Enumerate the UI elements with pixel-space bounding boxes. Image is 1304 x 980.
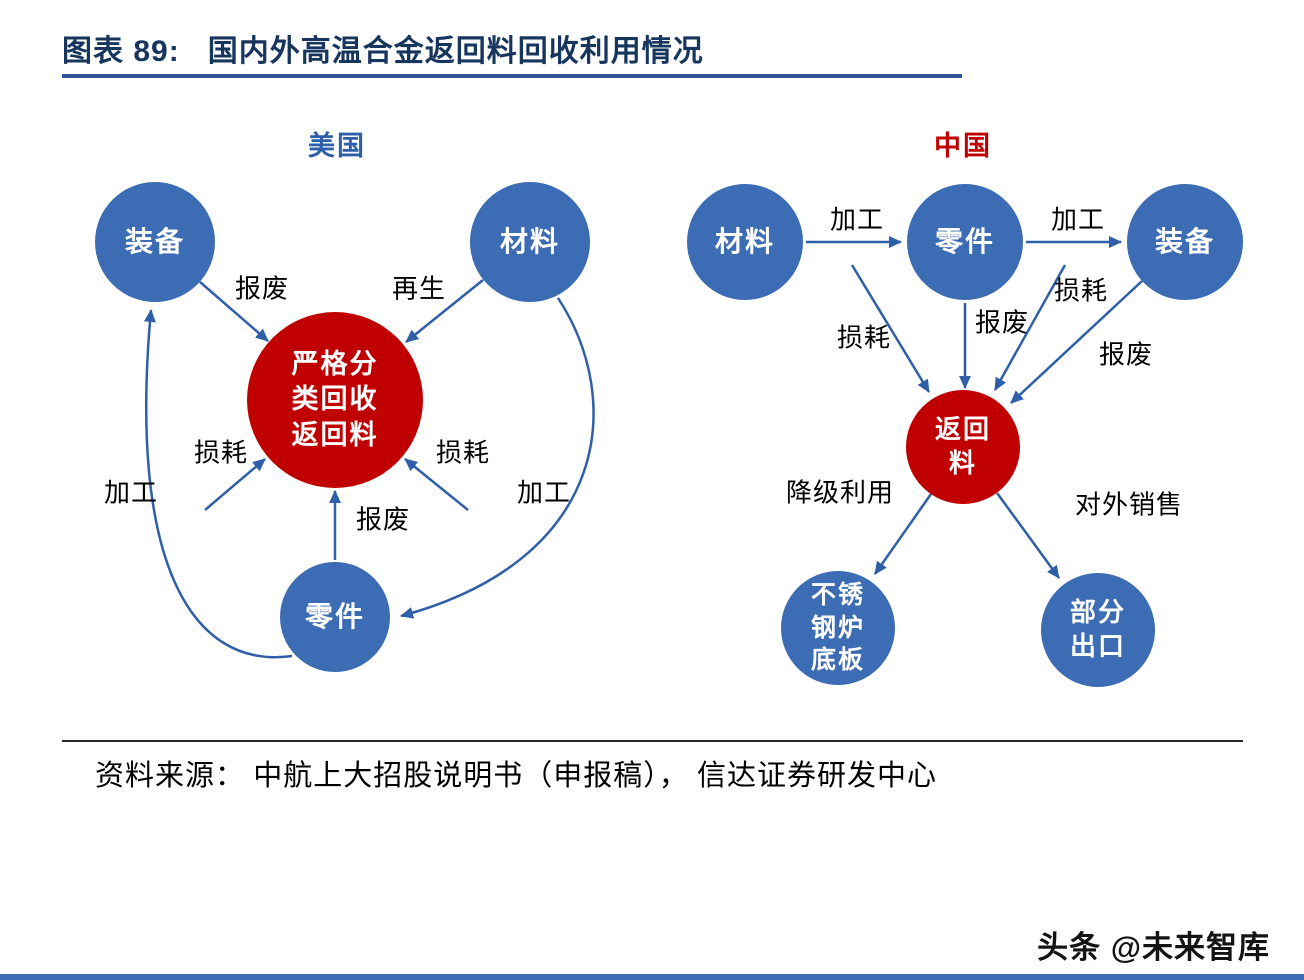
label-cn-process-1: 加工 — [829, 204, 885, 235]
arrow-cn-center-to-furnace — [873, 493, 933, 575]
cn-heading: 中国 — [934, 131, 992, 161]
arrow-us-equipment-to-center — [199, 281, 269, 342]
label-us-process-left: 加工 — [103, 477, 159, 508]
label-us-loss-right: 损耗 — [435, 437, 491, 468]
node-label-line: 部分 — [1069, 597, 1126, 628]
arrow-us-parts-to-equipment-curve — [143, 309, 293, 659]
node-cn-equipment: 装备 — [1127, 184, 1243, 300]
node-label-line: 不锈 — [810, 581, 865, 610]
arrow-us-loss-left-to-center — [204, 458, 266, 511]
node-label-line: 出口 — [1069, 631, 1126, 661]
label-cn-export-sale: 对外销售 — [1074, 489, 1184, 520]
node-label: 材料 — [499, 225, 560, 257]
arrow-cn-equipment-to-center — [1010, 280, 1143, 404]
label-cn-loss-1: 损耗 — [836, 322, 892, 353]
label-us-loss-left: 损耗 — [193, 437, 249, 468]
node-label: 零件 — [304, 600, 365, 632]
source-divider — [62, 740, 1243, 742]
node-label-line: 底板 — [810, 646, 865, 675]
arrow-cn-material-loss-to-center — [850, 264, 931, 393]
node-cn-parts: 零件 — [907, 184, 1023, 300]
arrow-us-loss-right-to-center — [404, 458, 469, 511]
label-cn-scrap-2: 报废 — [1098, 339, 1154, 370]
figure-number: 图表 89: — [62, 35, 180, 68]
node-cn-return-material: 返回 料 — [906, 390, 1020, 504]
node-us-material: 材料 — [470, 182, 590, 302]
label-cn-scrap-1: 报废 — [974, 307, 1030, 338]
node-label: 装备 — [124, 225, 185, 257]
bottom-accent-bar — [0, 974, 1304, 980]
figure-title-text: 国内外高温合金返回料回收利用情况 — [207, 35, 704, 68]
node-label: 装备 — [1154, 225, 1215, 257]
label-us-scrap-top: 报废 — [234, 273, 290, 304]
arrow-cn-process-loss-to-center — [993, 264, 1067, 391]
node-label-line: 钢炉 — [810, 613, 865, 642]
node-label-line: 类回收 — [291, 384, 379, 415]
label-us-process-right: 加工 — [516, 477, 572, 508]
arrow-us-material-to-center — [405, 279, 484, 343]
source-note: 资料来源： 中航上大招股说明书（申报稿）， 信达证券研发中心 — [95, 760, 938, 792]
arrow-cn-center-to-export — [995, 492, 1061, 579]
node-us-center-recycle: 严格分 类回收 返回料 — [247, 312, 423, 488]
label-us-scrap-bottom: 报废 — [355, 504, 411, 535]
label-us-regenerate: 再生 — [391, 273, 447, 304]
title-underline — [62, 74, 962, 78]
node-label-line: 严格分 — [291, 349, 379, 380]
node-label: 材料 — [714, 225, 775, 257]
node-cn-partial-export: 部分 出口 — [1041, 573, 1155, 687]
node-cn-material: 材料 — [687, 184, 803, 300]
node-us-equipment: 装备 — [95, 182, 215, 302]
node-label: 零件 — [934, 225, 995, 257]
watermark-text: 头条 @未来智库 — [1037, 930, 1270, 965]
label-cn-process-2: 加工 — [1050, 204, 1106, 235]
node-us-parts: 零件 — [280, 562, 390, 672]
arrow-us-material-to-parts-curve — [400, 297, 595, 619]
node-label-line: 返回料 — [291, 419, 379, 450]
node-label-line: 料 — [948, 448, 977, 478]
node-cn-furnace-plate: 不锈 钢炉 底板 — [781, 571, 895, 685]
figure-title: 图表 89: 国内外高温合金返回料回收利用情况 — [62, 26, 704, 70]
label-cn-loss-2: 损耗 — [1053, 275, 1109, 306]
us-heading: 美国 — [308, 131, 366, 161]
node-label-line: 返回 — [934, 414, 991, 445]
label-cn-downgrade-use: 降级利用 — [785, 477, 895, 508]
